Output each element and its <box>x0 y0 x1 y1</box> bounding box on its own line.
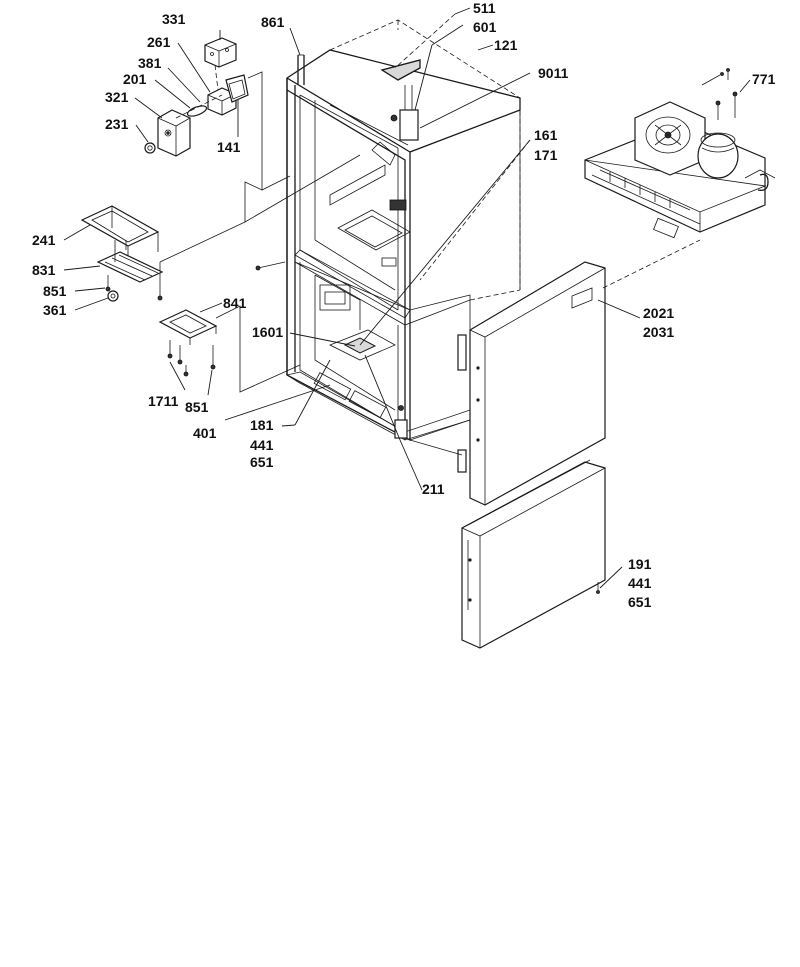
label-321: 321 <box>105 89 129 105</box>
cabinet <box>255 19 521 442</box>
bracket-841 <box>158 309 218 345</box>
label-211: 211 <box>422 481 445 497</box>
label-771: 771 <box>752 71 776 87</box>
label-401: 401 <box>193 425 217 441</box>
part-labels: 331 861 511 601 121 261 381 201 321 231 … <box>32 0 776 610</box>
label-191: 191 <box>628 556 652 572</box>
label-851b: 851 <box>185 399 209 415</box>
label-141: 141 <box>217 139 241 155</box>
nut-361 <box>107 290 119 302</box>
freezer-drawer <box>461 459 606 649</box>
label-601: 601 <box>473 19 497 35</box>
label-161: 161 <box>534 127 558 143</box>
label-361: 361 <box>43 302 67 318</box>
label-201: 201 <box>123 71 147 87</box>
screw-851a <box>105 275 111 292</box>
label-651b: 651 <box>628 594 652 610</box>
label-651a: 651 <box>250 454 274 470</box>
control-assembly <box>144 37 249 157</box>
label-381: 381 <box>138 55 162 71</box>
label-2021: 2021 <box>643 305 674 321</box>
label-841: 841 <box>223 295 247 311</box>
tray-831 <box>96 240 164 283</box>
label-441a: 441 <box>250 437 274 453</box>
label-231: 231 <box>105 116 129 132</box>
label-181: 181 <box>250 417 274 433</box>
top-bracket-511 <box>380 59 421 81</box>
machine-compartment-771 <box>584 68 776 239</box>
fresh-food-door <box>457 261 606 506</box>
label-831: 831 <box>32 262 56 278</box>
label-851a: 851 <box>43 283 67 299</box>
screws-1711 <box>167 340 189 377</box>
label-121: 121 <box>494 37 518 53</box>
leader-lines <box>63 7 751 589</box>
label-9011: 9011 <box>538 65 569 81</box>
label-441b: 441 <box>628 575 652 591</box>
label-511: 511 <box>473 0 496 16</box>
left-bracket-241 <box>80 205 163 301</box>
label-1711: 1711 <box>148 393 179 409</box>
label-2031: 2031 <box>643 324 674 340</box>
label-861: 861 <box>261 14 285 30</box>
label-261: 261 <box>147 34 171 50</box>
label-171: 171 <box>534 147 558 163</box>
label-331: 331 <box>162 11 186 27</box>
screw-851b <box>210 345 216 370</box>
label-241: 241 <box>32 232 56 248</box>
label-1601: 1601 <box>252 324 283 340</box>
